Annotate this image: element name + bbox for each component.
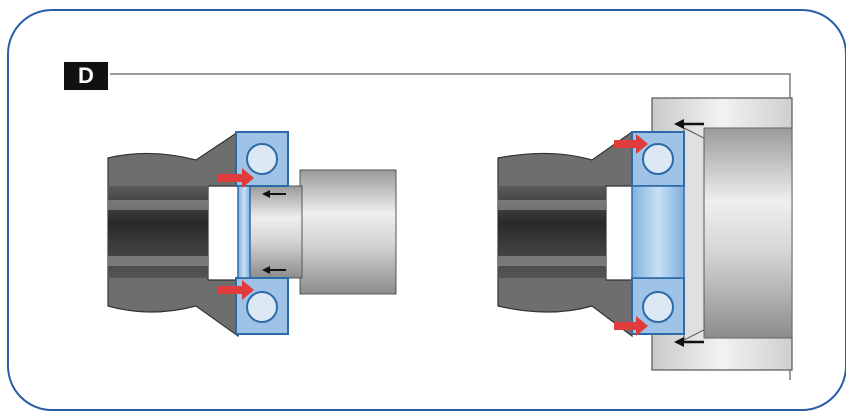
left-shaft-end bbox=[299, 169, 397, 295]
left-assembly bbox=[107, 130, 397, 338]
right-bearing-ball-top bbox=[642, 143, 674, 175]
right-shaft-flange bbox=[683, 127, 705, 341]
left-black-arrow-top bbox=[262, 190, 286, 198]
left-sleeve-light-2 bbox=[108, 256, 208, 266]
left-sleeve-light bbox=[108, 200, 208, 210]
right-sleeve-light bbox=[498, 200, 606, 210]
left-inner-ring bbox=[237, 185, 251, 279]
left-bearing-ball-top bbox=[246, 143, 278, 175]
right-assembly bbox=[497, 97, 793, 371]
left-black-arrow-bottom bbox=[262, 266, 286, 274]
left-bearing-ball-bottom bbox=[246, 291, 278, 323]
right-housing-bore bbox=[703, 127, 793, 339]
right-arrow-bottom bbox=[614, 316, 648, 336]
right-arrow-top bbox=[614, 134, 648, 154]
right-bearing-ball-bottom bbox=[642, 291, 674, 323]
right-black-arrow-top bbox=[674, 119, 704, 129]
right-black-arrow-bottom bbox=[674, 337, 704, 347]
left-shaft bbox=[249, 185, 303, 279]
right-sleeve-light-2 bbox=[498, 256, 606, 266]
left-arrow-bottom bbox=[218, 280, 254, 300]
panel-label: D bbox=[64, 62, 108, 90]
right-inner-ring bbox=[631, 185, 685, 279]
left-arrow-top bbox=[218, 168, 254, 188]
